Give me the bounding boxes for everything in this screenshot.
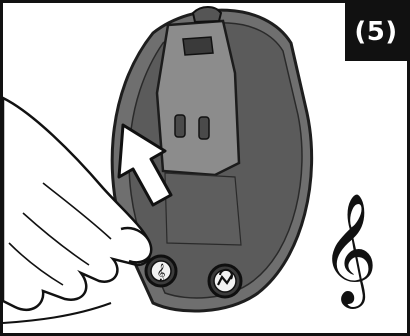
repeat-button-icon <box>209 265 241 297</box>
treble-clef-button-icon: 𝄞 <box>146 256 176 286</box>
clip-slot <box>183 37 213 55</box>
step-number-badge: (5) <box>345 3 407 61</box>
device-panel <box>165 173 241 245</box>
clip-top-tab <box>193 7 221 22</box>
svg-text:𝄞: 𝄞 <box>321 192 378 309</box>
treble-clef-symbol-icon: 𝄞 <box>321 192 378 309</box>
clip-hole-right <box>199 117 209 139</box>
svg-text:𝄞: 𝄞 <box>157 263 166 281</box>
clip-hole-left <box>175 115 185 137</box>
